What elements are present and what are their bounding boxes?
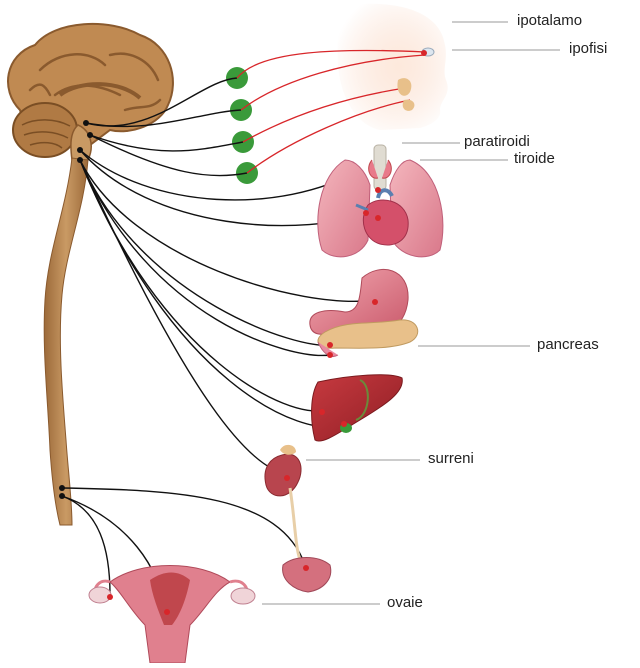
label-ovaries: ovaie	[387, 594, 423, 611]
label-pituitary: ipofisi	[569, 40, 608, 57]
reproductive-organs	[88, 565, 256, 664]
spinal-cord	[43, 157, 89, 526]
label-thyroid: tiroide	[514, 150, 555, 167]
brain-illustration	[7, 22, 174, 161]
thorax-organs	[317, 144, 444, 258]
kidney-adrenal	[264, 444, 302, 561]
liver	[311, 374, 403, 442]
nerve-origin-dots	[59, 120, 93, 499]
label-hypothalamus: ipotalamo	[517, 12, 583, 29]
label-adrenals: surreni	[428, 450, 474, 467]
bladder	[282, 557, 332, 593]
face-illustration	[337, 3, 448, 131]
label-parathyroid: paratiroidi	[464, 133, 530, 150]
head-glands	[397, 47, 435, 111]
hormone-pathways	[236, 49, 426, 174]
abdomen-organs	[309, 269, 419, 358]
ganglion-group	[226, 67, 258, 184]
label-leader-lines	[262, 21, 560, 605]
label-pancreas: pancreas	[537, 336, 599, 353]
